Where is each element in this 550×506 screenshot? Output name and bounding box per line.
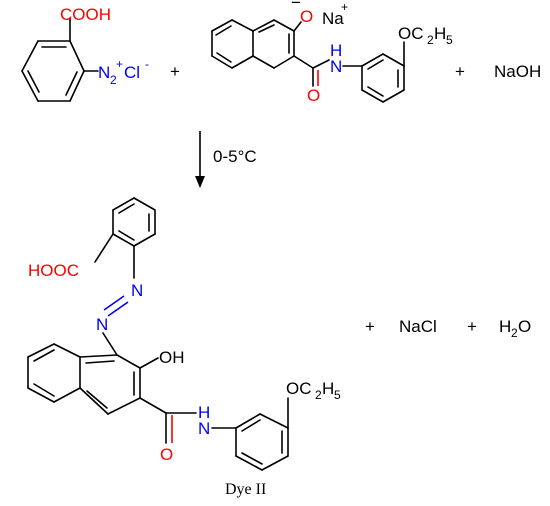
product-dye: HOOC N N OH	[27, 197, 341, 498]
sodium-charge: +	[341, 0, 348, 14]
hydroxyl-label: OH	[159, 348, 185, 367]
water-subscript: 2	[511, 326, 518, 340]
nacl-label: NaCl	[399, 317, 437, 336]
amide-group-1	[293, 55, 330, 87]
oxide-label: O	[300, 7, 313, 26]
azo-double-bond-a	[107, 301, 129, 317]
azo-bond-bottom	[102, 332, 118, 356]
hydroxyl-bond	[139, 357, 159, 369]
amide-n-label: N	[330, 57, 342, 76]
product-ethoxy-h: H	[322, 379, 334, 398]
azo-n2-label: N	[96, 315, 108, 334]
product-naphthalene-right-ring	[79, 354, 141, 415]
plus-sign-3: +	[365, 317, 375, 336]
product-naphthalene-left-ring	[27, 343, 81, 403]
water-h-label: H	[499, 317, 511, 336]
product-amide-h-label: H	[198, 403, 210, 422]
diazonium-n-label: N	[98, 63, 110, 82]
reactant-diazonium-salt: COOH N 2 + Cl -	[21, 5, 149, 102]
benzene-ring-1	[21, 40, 85, 102]
naoh-label: NaOH	[494, 62, 541, 81]
amide-h-label: H	[330, 41, 342, 60]
reaction-arrow	[195, 131, 205, 188]
azo-n1-label: N	[131, 281, 143, 300]
ethoxy-sub-1: 2	[427, 33, 434, 47]
naphthalene-left-ring	[211, 19, 254, 69]
product-caption: Dye II	[225, 481, 266, 498]
product-carboxyl-label: HOOC	[28, 261, 79, 280]
water-formula: H 2 O	[499, 317, 531, 340]
product-ethoxy-sub-2: 5	[334, 388, 341, 402]
diazonium-charge: +	[116, 57, 123, 71]
reactant-naphtholate: O − Na + O N H OC 2 H 5	[211, 0, 453, 105]
ethoxy-label-1: OC	[398, 24, 424, 43]
condition-label: 0-5°C	[213, 147, 257, 166]
chloride-charge: -	[145, 57, 149, 71]
carboxyl-label: COOH	[60, 5, 111, 24]
product-amide-n-label: N	[198, 419, 210, 438]
ethoxy-sub-2: 5	[446, 33, 453, 47]
phenyl-ring-1	[361, 53, 405, 103]
sodium-label: Na	[322, 9, 344, 28]
product-ethoxy-label: OC	[286, 379, 312, 398]
diazonium-subscript: 2	[110, 73, 117, 87]
plus-sign-4: +	[467, 317, 477, 336]
plus-sign-2: +	[455, 62, 465, 81]
amide-o-label: O	[307, 86, 320, 105]
plus-sign-1: +	[170, 62, 180, 81]
water-o-label: O	[518, 317, 531, 336]
ethoxy-h-1: H	[434, 24, 446, 43]
oxide-bond	[293, 21, 302, 32]
azo-double-bond-b	[103, 295, 125, 311]
product-amide-o-label: O	[160, 445, 173, 464]
oxide-charge: −	[291, 0, 301, 12]
phenyl-ring-2	[235, 413, 289, 471]
product-ethoxy-sub-1: 2	[315, 388, 322, 402]
product-carboxyl-bond	[94, 233, 114, 263]
amide-group-2	[139, 397, 197, 444]
benzoic-ring	[112, 197, 156, 247]
chloride-label: Cl	[124, 63, 140, 82]
naphthalene-right-ring	[252, 19, 295, 69]
